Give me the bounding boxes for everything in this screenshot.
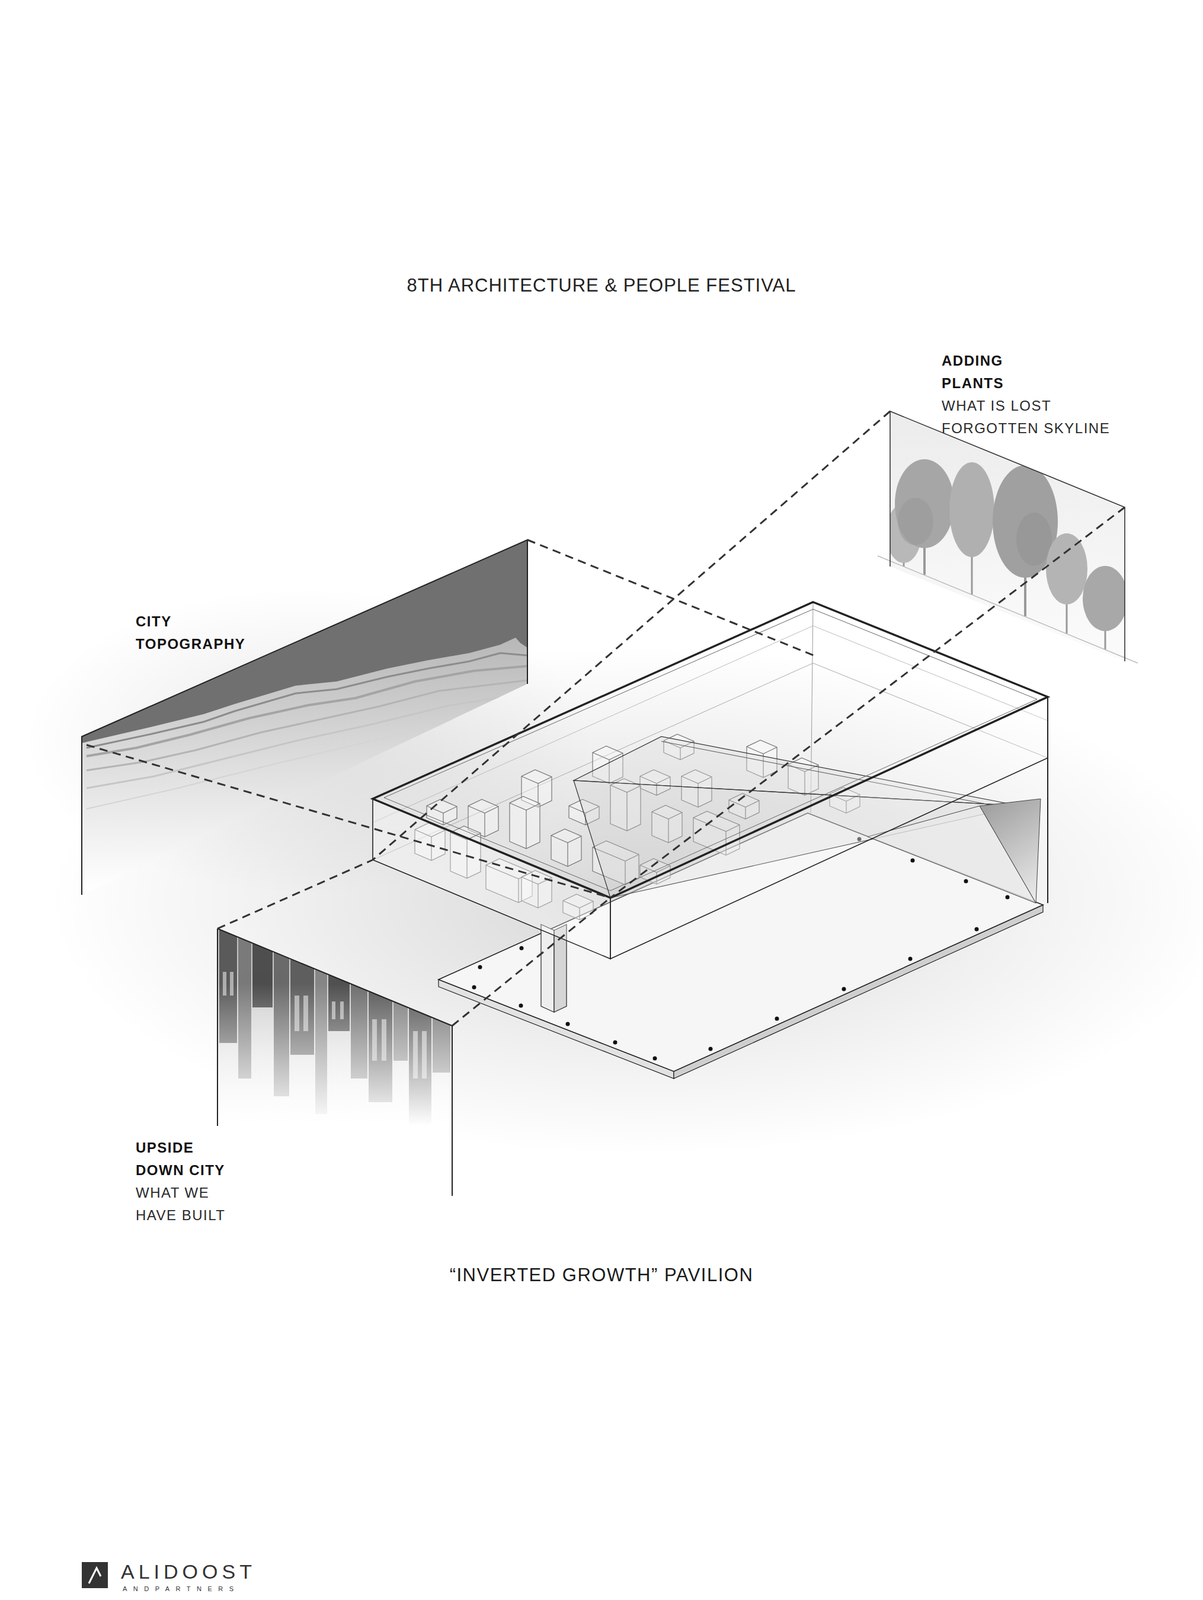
- exhibition-panel: ADDING PLANTSWHAT IS LOST FORGOTTEN SKYL…: [877, 349, 1138, 670]
- diagram-caption: “INVERTED GROWTH” PAVILION: [0, 1263, 1203, 1288]
- label-wrapper: ALIDOOST: [120, 1560, 257, 1583]
- logo-wordmark: ALIDOOST: [120, 1560, 257, 1583]
- diagram-title: 8TH ARCHITECTURE & PEOPLE FESTIVAL: [0, 273, 1203, 298]
- exhibition-panel: UPSIDE DOWN CITYWHAT WE HAVE BUILT: [130, 921, 457, 1227]
- logo-subtitle: ANDPARTNERS: [122, 1584, 241, 1593]
- upside-down-city-panel: [213, 924, 457, 1198]
- panel-heading: ADDING PLANTS: [941, 349, 1008, 395]
- ground-shadow: [23, 586, 1203, 1156]
- caption-wrapper: “INVERTED GROWTH” PAVILION: [0, 1263, 1203, 1288]
- pavilion: [372, 602, 1048, 1079]
- exhibition-panel: CITY TOPOGRAPHY: [77, 527, 534, 901]
- title-wrapper: 8TH ARCHITECTURE & PEOPLE FESTIVAL: [0, 273, 1203, 298]
- plants-panel: [877, 408, 1138, 664]
- panel-note: WHAT WE HAVE BUILT: [135, 1181, 230, 1227]
- panel-heading: CITY TOPOGRAPHY: [135, 610, 250, 656]
- dashed-leader-lines: [86, 411, 1125, 1026]
- panel-note: WHAT IS LOST FORGOTTEN SKYLINE: [941, 394, 1115, 440]
- label-wrapper: ANDPARTNERS: [122, 1584, 241, 1593]
- panel-heading: UPSIDE DOWN CITY: [135, 1136, 229, 1182]
- logo-icon: [81, 1562, 108, 1589]
